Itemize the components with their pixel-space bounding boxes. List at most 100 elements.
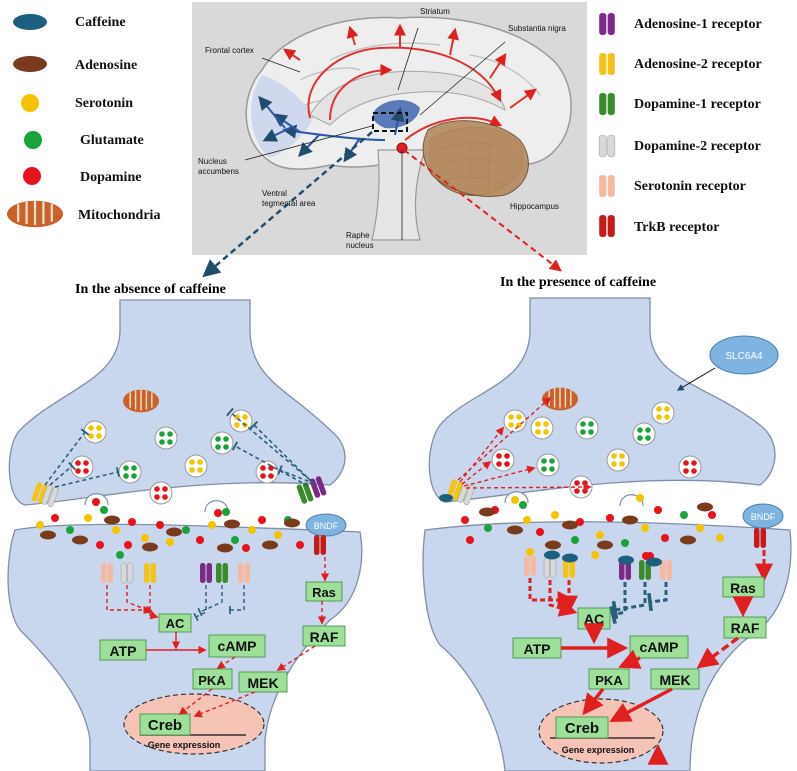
svg-text:AC: AC: [584, 611, 604, 627]
vesicle-glutamate: [210, 431, 234, 455]
caffeine-molecule: [618, 555, 634, 565]
vesicle-glutamate: [575, 416, 599, 440]
svg-text:BNDF: BNDF: [314, 521, 339, 531]
legend-right: Adenosine-1 receptor Adenosine-2 recepto…: [598, 13, 762, 237]
legend-item-mitochondria: Mitochondria: [5, 199, 160, 229]
legend-label: Dopamine-2 receptor: [634, 139, 761, 154]
vesicle-dopamine: [491, 448, 515, 472]
adenosine-2-receptor-icon: [599, 53, 615, 75]
dopamine-1-receptor-icon: [599, 93, 615, 115]
ac-box-right: AC: [577, 607, 611, 630]
svg-text:SLC6A4: SLC6A4: [725, 351, 763, 362]
svg-text:ATP: ATP: [110, 643, 137, 659]
ras-box-right: Ras: [722, 576, 765, 598]
vesicle-serotonin: [184, 454, 208, 478]
svg-text:Hippocampus: Hippocampus: [510, 202, 559, 211]
postsynaptic-neuron-left: [7, 523, 363, 771]
right-synapse: SLC6A4: [422, 297, 792, 771]
svg-text:MEK: MEK: [659, 672, 690, 688]
ras-box-left: Ras: [305, 581, 343, 602]
vesicle-dopamine: [678, 455, 702, 479]
highlight-box: [372, 112, 408, 132]
svg-text:RAF: RAF: [310, 629, 339, 645]
vesicle-serotonin: [530, 416, 554, 440]
vesicle-serotonin: [606, 448, 630, 472]
raf-box-right: RAF: [723, 616, 767, 639]
pointer-left: [202, 131, 373, 278]
legend-label: Dopamine: [80, 170, 141, 185]
svg-text:AC: AC: [166, 616, 185, 631]
legend-label: Adenosine-1 receptor: [634, 17, 762, 32]
svg-text:Creb: Creb: [565, 720, 599, 737]
vesicle-glutamate: [536, 453, 560, 477]
svg-text:Frontal cortex: Frontal cortex: [205, 46, 254, 55]
hippocampus-shape: [422, 120, 529, 197]
creb-box-left: Creb: [139, 713, 191, 736]
legend-label: Caffeine: [75, 15, 126, 30]
caffeine-icon: [13, 14, 47, 30]
ac-box-left: AC: [158, 613, 192, 633]
svg-text:Gene expression: Gene expression: [562, 745, 635, 755]
vesicle-serotonin: [651, 401, 675, 425]
pointer-right: [403, 149, 562, 272]
svg-text:Gene expression: Gene expression: [148, 740, 221, 750]
caffeine-molecule: [646, 557, 662, 567]
svg-text:Creb: Creb: [148, 717, 182, 734]
svg-text:Substantia nigra: Substantia nigra: [508, 24, 566, 33]
caffeine-molecule: [439, 494, 453, 502]
trkb-receptor-icon: [599, 215, 615, 237]
svg-text:BNDF: BNDF: [751, 512, 776, 522]
legend-item-serotonin: Serotonin: [21, 94, 133, 112]
dopamine-icon: [23, 167, 41, 185]
serotonin-receptor-icon: [599, 175, 615, 197]
vesicle-serotonin: [503, 409, 527, 433]
svg-text:MEK: MEK: [247, 675, 278, 691]
svg-text:Ras: Ras: [730, 580, 756, 596]
svg-text:cAMP: cAMP: [218, 638, 257, 654]
legend-label: Mitochondria: [78, 208, 160, 223]
raf-box-left: RAF: [302, 625, 346, 647]
vesicle-dopamine: [70, 455, 94, 479]
legend-label: Serotonin receptor: [634, 179, 746, 194]
bndf-left: BNDF: [305, 513, 347, 537]
atp-box-right: ATP: [512, 637, 562, 659]
slc6a4-transporter: SLC6A4: [676, 335, 779, 391]
legend-item-dopamine: Dopamine: [23, 167, 141, 185]
pka-box-left: PKA: [192, 668, 233, 690]
legend-label: Adenosine-2 receptor: [634, 57, 762, 72]
mitochondria-icon: [5, 199, 65, 229]
pka-box-right: PKA: [588, 668, 630, 690]
dopamine-2-receptor-icon: [598, 134, 616, 158]
brain-label-striatum: Striatum: [420, 7, 450, 16]
svg-text:ATP: ATP: [524, 641, 551, 657]
camp-box-right: cAMP: [629, 635, 689, 659]
legend-label: Serotonin: [75, 96, 133, 111]
caffeine-molecule: [544, 550, 560, 560]
vesicle-glutamate: [154, 426, 178, 450]
legend-label: TrkB receptor: [634, 220, 719, 235]
cleft-particles: [36, 498, 304, 559]
mitochondrion: [122, 388, 160, 414]
svg-text:PKA: PKA: [595, 673, 623, 688]
legend-left: Caffeine Adenosine Serotonin Glutamate D…: [5, 14, 160, 229]
mitochondrion: [541, 386, 579, 412]
brain-label-frontal-cortex: Frontal cortex: [205, 46, 254, 55]
left-panel-heading: In the absence of caffeine: [75, 282, 226, 297]
vesicle-dopamine: [149, 481, 173, 505]
brain-panel: Frontal cortex Striatum Substantia nigra…: [192, 2, 587, 255]
adenosine-1-receptor-icon: [599, 13, 615, 35]
camp-box-left: cAMP: [208, 634, 266, 658]
vesicle-dopamine: [255, 460, 279, 484]
legend-item-glutamate: Glutamate: [24, 131, 144, 149]
adenosine-icon: [13, 56, 47, 72]
brain-label-substantia-nigra: Substantia nigra: [508, 24, 566, 33]
atp-box-left: ATP: [99, 639, 147, 661]
caffeine-molecule: [562, 553, 578, 563]
